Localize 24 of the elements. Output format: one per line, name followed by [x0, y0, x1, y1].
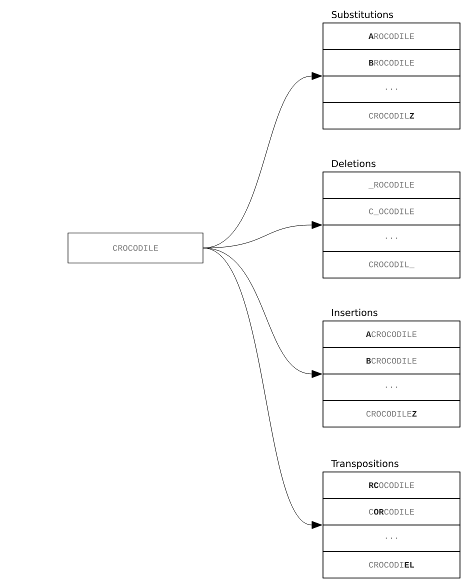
node-label: Transpositions [331, 460, 398, 469]
table-cell: BCROCODILE [322, 347, 460, 374]
node-label: Substitutions [332, 10, 394, 18]
table-cell: CROCODIL_ [322, 251, 460, 278]
table-cell: ... [322, 224, 460, 252]
node-label: Insertions [332, 308, 378, 316]
arrow [203, 221, 322, 248]
table-cell: ... [322, 76, 460, 103]
arrow [203, 248, 322, 529]
table-cell: CROCODILZ [322, 102, 460, 130]
table-cell: AROCODILE [322, 22, 460, 50]
table-cell: CORCODILE [322, 498, 460, 526]
table-cell: _ROCODILE [322, 172, 460, 199]
table-cell: C_OCODILE [322, 198, 460, 226]
word-box: CROCODILE [68, 232, 204, 264]
table-cell: CROCODILEZ [322, 400, 460, 428]
table-cell: ACROCODILE [322, 320, 460, 348]
table-cell: BROCODILE [322, 49, 460, 76]
node-label: Deletions [332, 160, 376, 168]
table-cell: ... [322, 374, 460, 401]
table-cell: RCOCODILE [322, 472, 460, 499]
table-cell: ... [322, 524, 460, 552]
table-cell: CROCODIEL [322, 551, 460, 578]
arrow [203, 248, 322, 378]
